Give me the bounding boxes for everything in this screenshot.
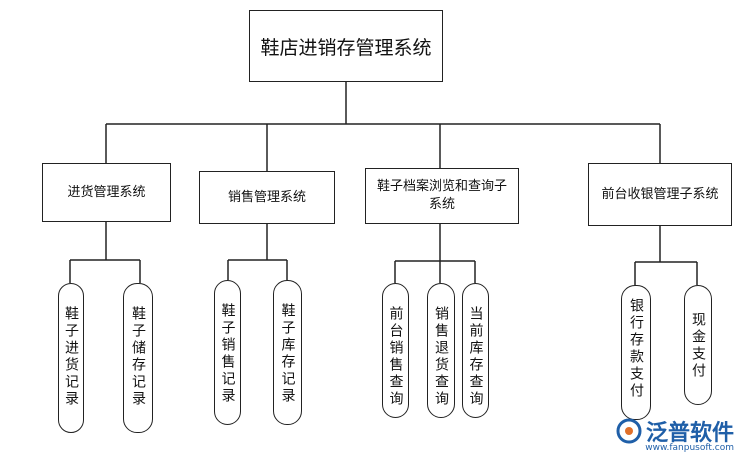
root-label: 鞋店进销存管理系统 bbox=[260, 36, 432, 59]
leaf-bank-payment: 银行存款支付 bbox=[621, 285, 651, 420]
leaf-label: 现金支付 bbox=[690, 312, 706, 380]
subsystem-label: 前台收银管理子系统 bbox=[601, 186, 719, 202]
root-node: 鞋店进销存管理系统 bbox=[249, 10, 443, 82]
subsystem-purchase: 进货管理系统 bbox=[42, 163, 171, 222]
leaf-label: 银行存款支付 bbox=[628, 298, 644, 400]
leaf-stock-query: 当前库存查询 bbox=[462, 283, 489, 418]
leaf-label: 鞋子库存记录 bbox=[279, 303, 296, 405]
leaf-label: 鞋子销售记录 bbox=[219, 303, 236, 405]
brand-logo-icon bbox=[616, 418, 642, 444]
leaf-label: 销售退货查询 bbox=[433, 306, 449, 408]
subsystem-sales: 销售管理系统 bbox=[199, 171, 335, 224]
leaf-label: 鞋子储存记录 bbox=[130, 306, 146, 408]
leaf-label: 前台销售查询 bbox=[387, 306, 404, 408]
leaf-cash-payment: 现金支付 bbox=[684, 285, 712, 405]
subsystem-label: 销售管理系统 bbox=[227, 189, 306, 205]
leaf-sales-record: 鞋子销售记录 bbox=[214, 280, 241, 425]
subsystem-label: 鞋子档案浏览和查询子系统 bbox=[376, 179, 507, 212]
leaf-storage-record: 鞋子储存记录 bbox=[123, 283, 153, 433]
subsystem-archive-query: 鞋子档案浏览和查询子系统 bbox=[365, 168, 519, 224]
subsystem-cashier: 前台收银管理子系统 bbox=[588, 163, 732, 226]
subsystem-label: 进货管理系统 bbox=[67, 184, 146, 200]
watermark: 泛普软件 www.fanpusoft.com bbox=[616, 411, 734, 453]
leaf-inventory-record: 鞋子库存记录 bbox=[273, 280, 302, 425]
leaf-label: 当前库存查询 bbox=[467, 306, 484, 408]
leaf-front-sales-query: 前台销售查询 bbox=[382, 283, 409, 418]
leaf-return-query: 销售退货查询 bbox=[427, 283, 455, 418]
leaf-purchase-record: 鞋子进货记录 bbox=[58, 283, 84, 433]
watermark-brand: 泛普软件 bbox=[645, 421, 734, 446]
watermark-url: www.fanpusoft.com bbox=[645, 443, 734, 453]
leaf-label: 鞋子进货记录 bbox=[63, 306, 79, 408]
